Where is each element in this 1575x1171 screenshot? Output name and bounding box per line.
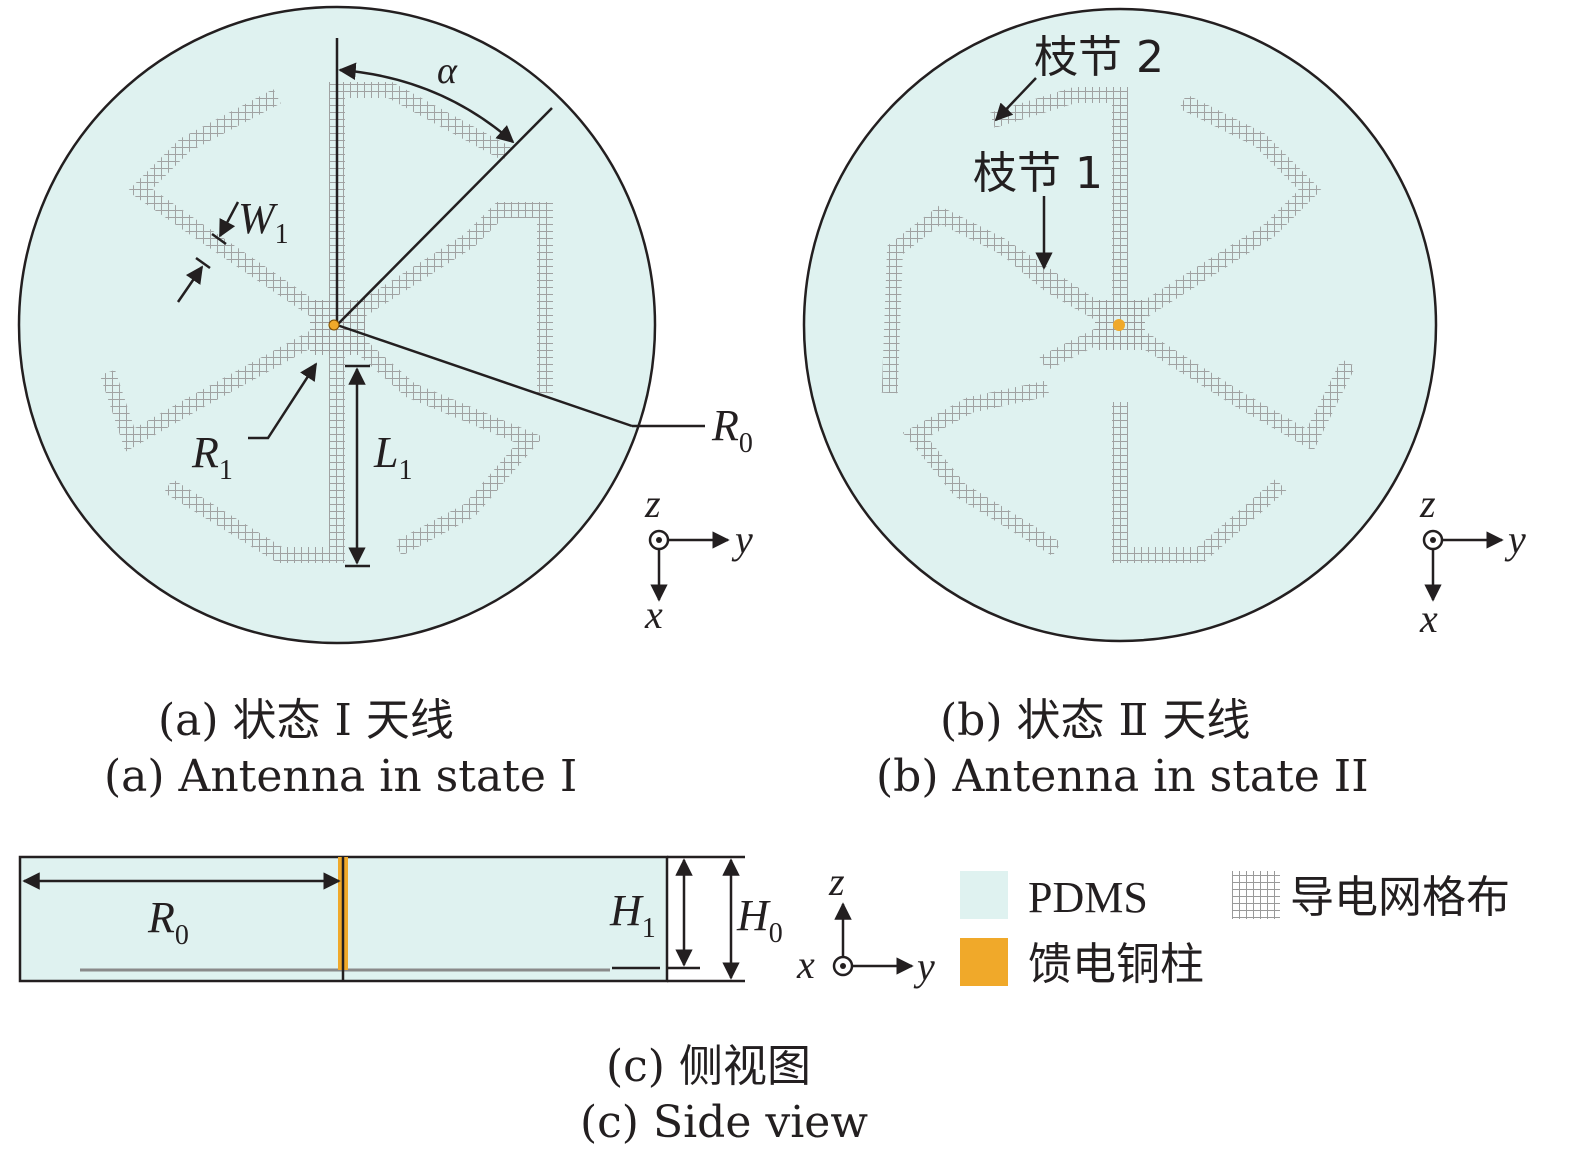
y-label: y [731,517,753,562]
mesh-arm-b-7 [1112,402,1287,563]
alpha-label: α [437,50,458,92]
legend: PDMS 导电网格布 馈电铜柱 [960,871,1510,990]
z-label: z [1419,481,1436,526]
z-label: z [644,481,661,526]
mesh-arm-a-3 [325,202,553,393]
x-label: x [1419,596,1438,641]
panel-a: α R0 W1 R1 L1 z y x [17,5,753,645]
r0-label-c: R0 [147,893,189,951]
legend-label-pdms: PDMS [1028,873,1148,922]
mesh-arm-a-2 [127,89,349,337]
mesh-arm-b-6 [1108,313,1356,452]
stub1-label: 枝节 1 [973,148,1103,199]
caption-c-cn: (c) 侧视图 [606,1041,811,1092]
caption-a-cn: (a) 状态 Ⅰ 天线 [158,695,454,746]
w1-arrow-top [218,201,240,238]
legend-swatch-feed [960,938,1008,986]
w1-tick-top [211,232,227,246]
alpha-arc [338,62,515,144]
r1-label: R1 [191,428,233,486]
caption-a-en: (a) Antenna in state I [104,751,578,802]
mesh-arm-b-2 [990,87,1128,333]
x-dot-icon [840,963,846,969]
w1-tick-bottom [195,256,211,270]
axes-indicator-a: z y x [644,481,753,637]
h1-label: H1 [609,886,656,944]
r1-leader [248,362,318,440]
z-dot-icon [656,537,662,543]
feed-point-b [1113,319,1125,331]
r0-radius-line [336,323,633,428]
r0-label-a: R0 [711,401,753,459]
legend-label-mesh: 导电网格布 [1290,872,1510,923]
panel-b: 枝节 2 枝节 1 z y x [802,7,1526,643]
z-label: z [828,859,845,904]
mesh-arm-a-6 [99,314,348,452]
z-dot-icon [1430,537,1436,543]
x-label: x [644,592,663,637]
legend-swatch-pdms [960,871,1008,919]
mesh-arm-b-3 [1108,94,1322,337]
y-label: y [913,944,935,989]
y-label: y [1504,517,1526,562]
mesh-arm-a-5 [163,317,345,563]
caption-c-en: (c) Side view [580,1097,868,1148]
mesh-arms-b [881,87,1356,563]
feed-point-a [328,319,340,331]
mesh-arm-b-4 [881,205,1132,394]
stub2-arrow [994,77,1037,122]
panel-c: R0 H1 H0 z y x [18,855,935,989]
caption-b-cn: (b) 状态 Ⅱ 天线 [940,695,1251,746]
mesh-arm-a-4 [325,313,544,556]
legend-swatch-mesh [1232,871,1280,919]
axes-indicator-c: z y x [796,859,935,989]
mesh-arm-b-8 [902,380,1061,556]
axes-indicator-b: z y x [1419,481,1526,641]
l1-label: L1 [373,428,412,486]
x-label: x [796,942,815,987]
caption-b-en: (b) Antenna in state II [876,751,1369,802]
w1-arrow-bottom [176,265,204,303]
h0-label: H0 [736,891,783,949]
alpha-arm-line [336,107,553,326]
legend-label-feed: 馈电铜柱 [1028,939,1204,990]
w1-label: W1 [238,194,289,250]
stub2-label: 枝节 2 [1034,32,1164,83]
